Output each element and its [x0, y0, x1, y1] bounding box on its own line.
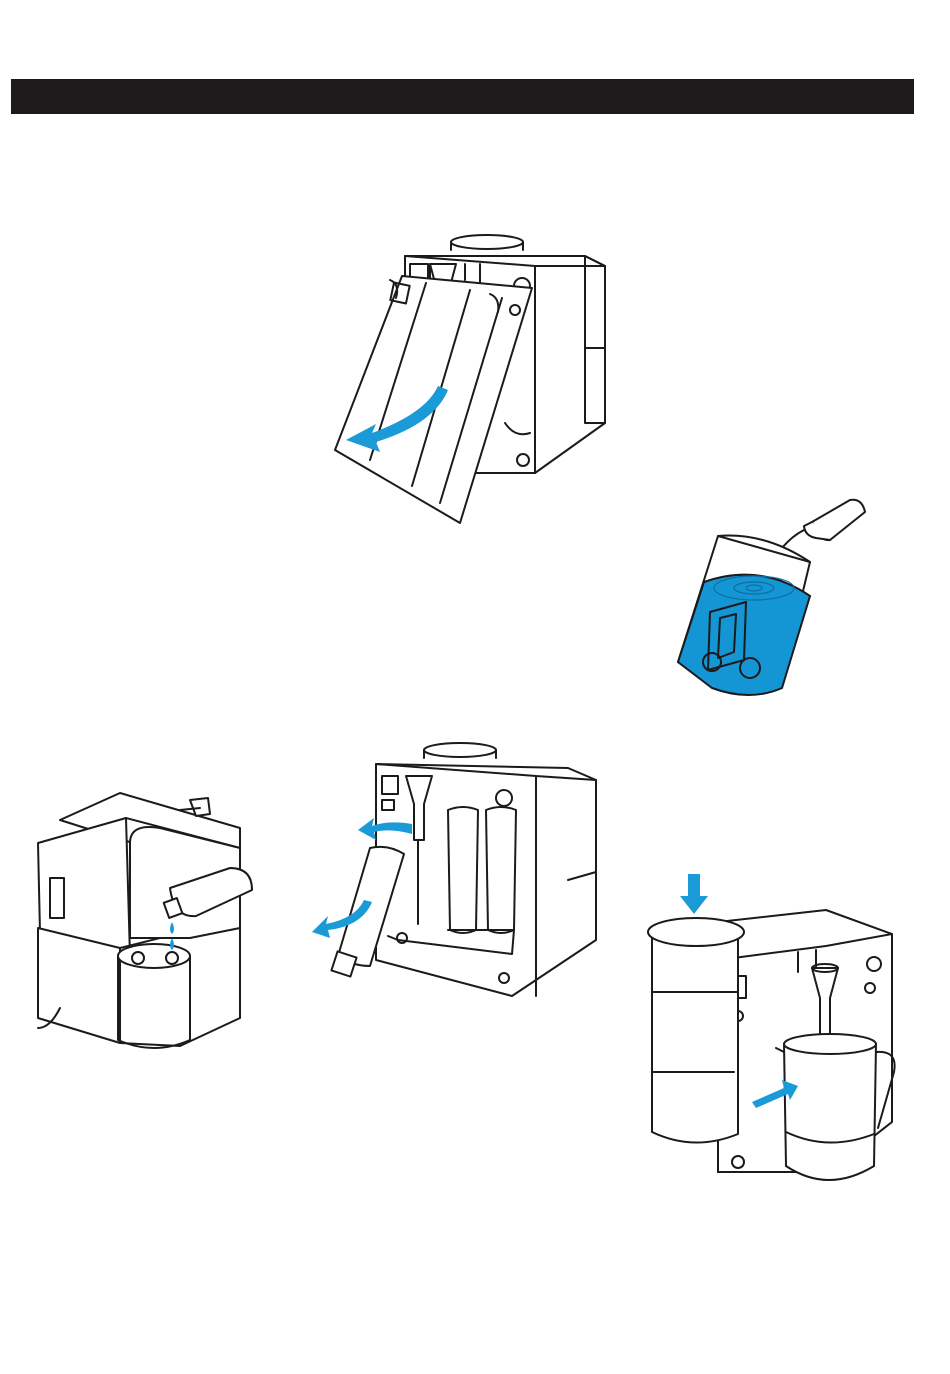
straight-arrow-icon [680, 874, 708, 914]
illustration-fill-reservoir [30, 788, 260, 1058]
illustration-add-drops-to-tank [670, 492, 870, 702]
illustration-remove-filter [308, 740, 608, 1000]
illustration-open-front-panel [330, 228, 620, 528]
illustration-press-lid-place-kettle [648, 872, 898, 1192]
header-bar [11, 79, 914, 114]
